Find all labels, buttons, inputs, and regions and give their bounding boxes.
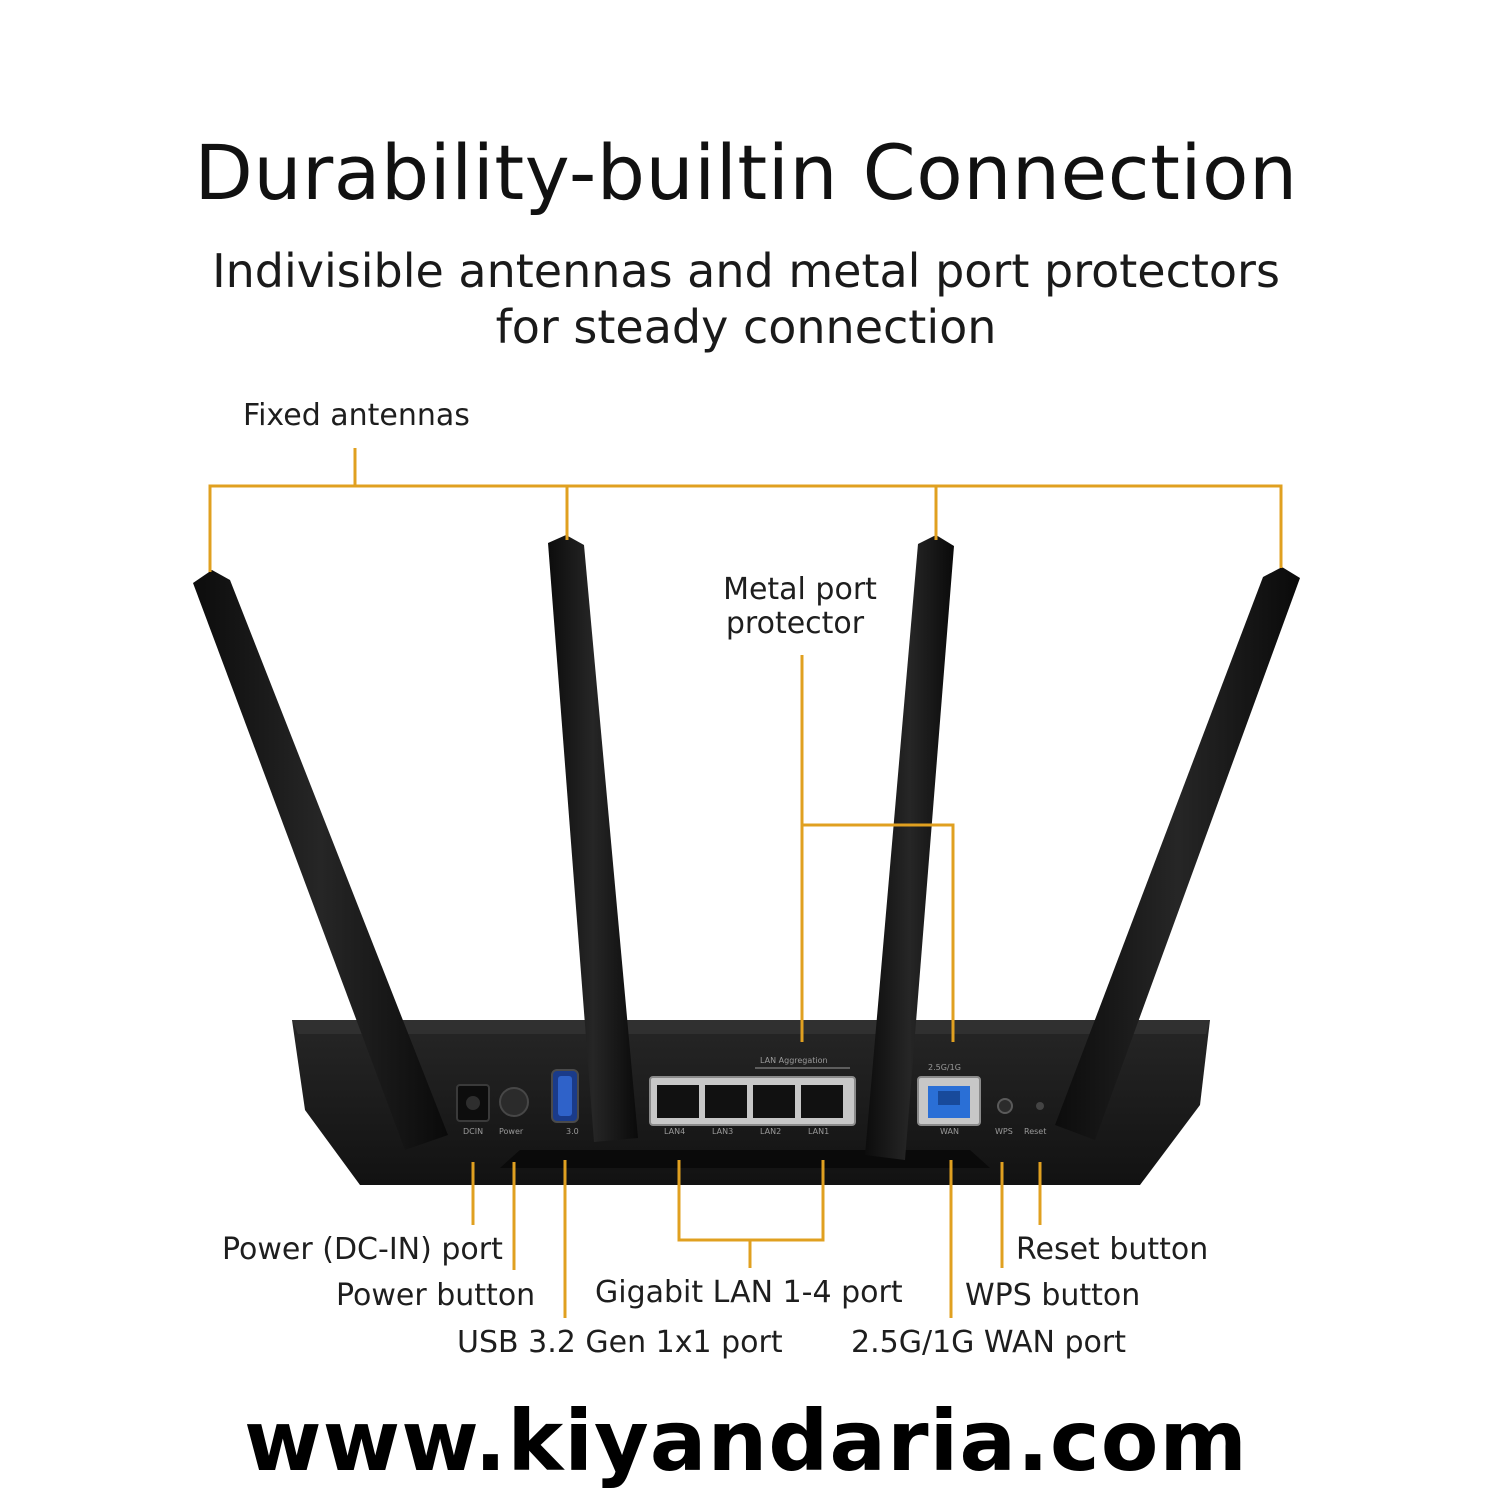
lan-port-block (649, 1076, 856, 1126)
label-metal-port-protector-line2: protector (725, 606, 865, 641)
lan-aggregation-label: LAN Aggregation (760, 1056, 828, 1065)
antenna-3 (865, 535, 954, 1160)
reset-button (1036, 1102, 1044, 1110)
subtitle-line-1: Indivisible antennas and metal port prot… (212, 244, 1280, 298)
usb-label: 3.0 (566, 1127, 579, 1136)
subtitle-line-2: for steady connection (495, 300, 997, 354)
power-label: Power (499, 1127, 524, 1136)
callout-lines (208, 448, 1283, 1318)
label-gigabit-lan-port: Gigabit LAN 1-4 port (595, 1275, 903, 1310)
label-wps-button: WPS button (965, 1278, 1141, 1313)
lan1-label: LAN1 (808, 1127, 829, 1136)
antenna-1 (193, 570, 448, 1150)
page-title: Durability-builtin Connection (194, 128, 1298, 217)
label-power-dc-in-port: Power (DC-IN) port (222, 1232, 503, 1267)
antenna-4 (1055, 567, 1300, 1140)
lan4-label: LAN4 (664, 1127, 685, 1136)
dc-in-label: DCIN (463, 1127, 483, 1136)
reset-label: Reset (1024, 1127, 1046, 1136)
antenna-2 (548, 535, 638, 1142)
wan-label: WAN (940, 1127, 959, 1136)
dc-in-port (456, 1084, 490, 1122)
wan-port (917, 1076, 981, 1126)
label-metal-port-protector-line1: Metal port (723, 572, 877, 607)
label-power-button: Power button (336, 1278, 536, 1313)
power-button (499, 1087, 529, 1117)
label-reset-button: Reset button (1016, 1232, 1209, 1267)
wps-label: WPS (995, 1127, 1013, 1136)
label-usb-port: USB 3.2 Gen 1x1 port (457, 1325, 783, 1360)
usb-port (551, 1069, 579, 1123)
label-wan-port: 2.5G/1G WAN port (851, 1325, 1126, 1360)
wps-button (997, 1098, 1013, 1114)
lan2-label: LAN2 (760, 1127, 781, 1136)
label-fixed-antennas: Fixed antennas (243, 398, 470, 433)
lan3-label: LAN3 (712, 1127, 733, 1136)
wan-speed-label: 2.5G/1G (928, 1063, 961, 1072)
watermark-url: www.kiyandaria.com (244, 1392, 1248, 1490)
